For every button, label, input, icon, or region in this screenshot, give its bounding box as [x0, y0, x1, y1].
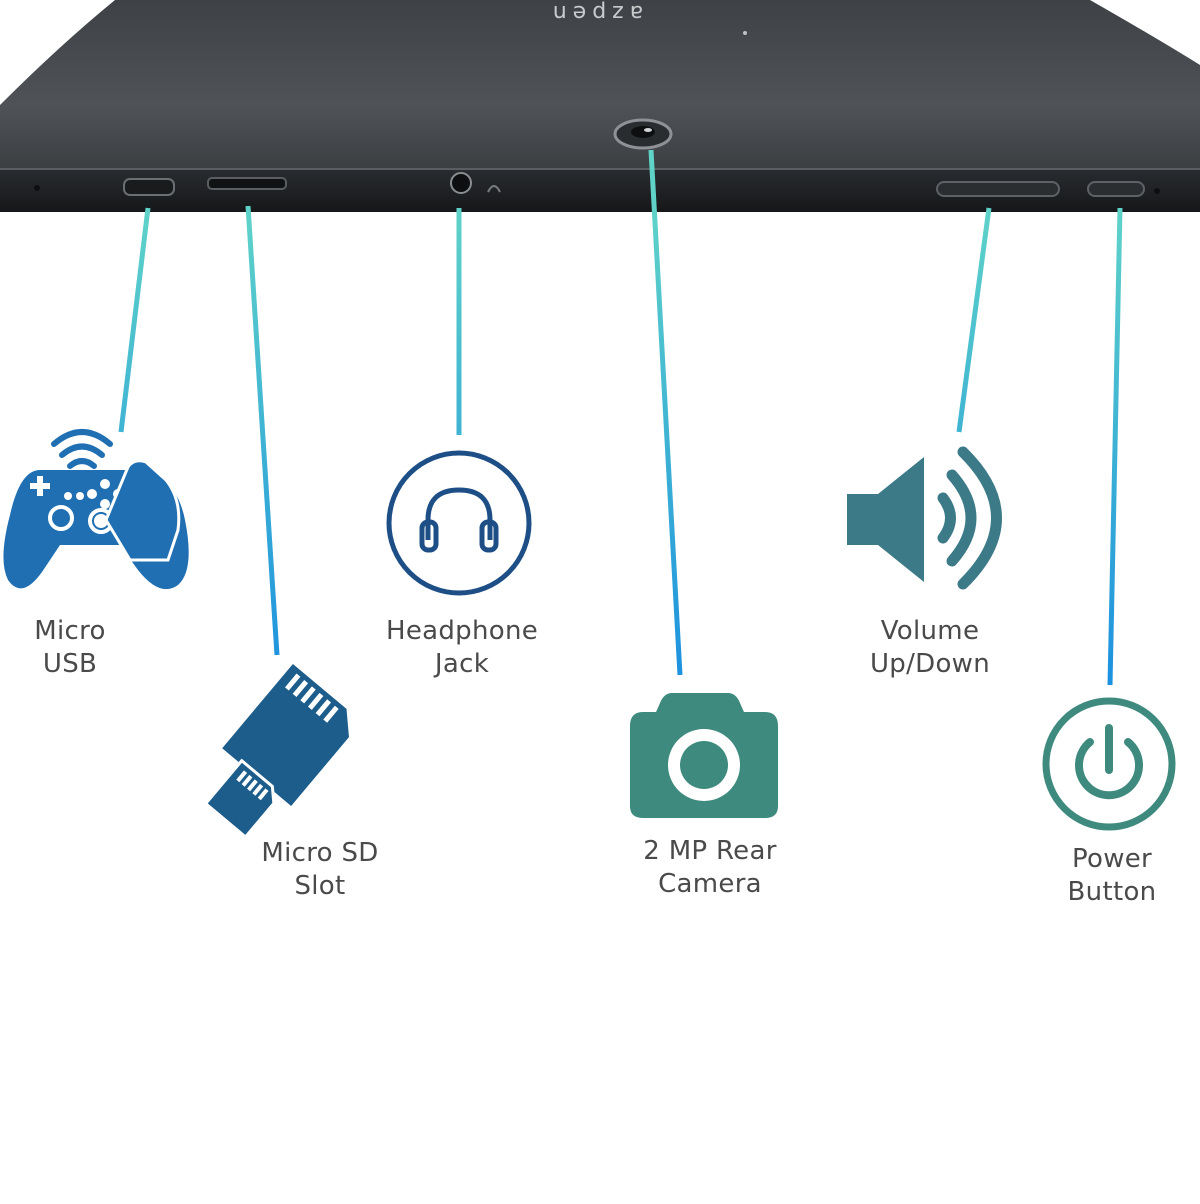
sd-card-icon	[203, 663, 349, 840]
label-micro-usb: Micro USB	[20, 615, 120, 681]
tablet-back	[0, 0, 1200, 175]
connector-lines	[118, 149, 1123, 686]
label-micro-sd-line1: Micro SD	[261, 838, 379, 868]
mic-hole	[34, 185, 40, 191]
reset-hole	[1154, 188, 1160, 194]
camera-icon	[630, 693, 778, 818]
label-volume-line2: Up/Down	[869, 649, 991, 679]
rear-camera-glint	[644, 128, 652, 132]
label-power-line1: Power	[1071, 844, 1153, 874]
connector-camera	[648, 149, 683, 676]
tablet-edge-highlight	[0, 168, 1200, 170]
brand-dot	[743, 31, 747, 35]
label-micro-usb-line1: Micro	[34, 616, 106, 646]
power-key[interactable]	[1087, 181, 1145, 197]
headphone-port[interactable]	[450, 172, 472, 194]
volume-rocker[interactable]	[936, 181, 1060, 197]
power-icon	[1042, 697, 1176, 831]
label-headphone: Headphone Jack	[372, 615, 552, 681]
label-camera-line2: Camera	[658, 869, 762, 899]
label-micro-sd-line2: Slot	[294, 871, 346, 901]
micro-usb-port[interactable]	[123, 178, 175, 196]
headphone-port-symbol	[487, 185, 501, 193]
connector-micro-sd	[245, 205, 280, 656]
label-power: Power Button	[1052, 843, 1172, 909]
connector-power	[1107, 207, 1123, 686]
label-volume-line1: Volume	[880, 616, 980, 646]
micro-sd-port[interactable]	[207, 177, 287, 190]
speaker-icon	[847, 446, 1002, 590]
label-headphone-line1: Headphone	[385, 616, 539, 646]
label-micro-sd: Micro SD Slot	[240, 837, 400, 903]
gamepad-icon	[3, 429, 189, 590]
label-power-line2: Button	[1067, 877, 1157, 907]
tablet: azpen	[0, 0, 1200, 212]
connector-micro-usb	[118, 207, 151, 433]
label-camera: 2 MP Rear Camera	[620, 835, 800, 901]
brand-logo: azpen	[547, 0, 643, 25]
label-camera-line1: 2 MP Rear	[643, 836, 777, 866]
headphone-icon	[386, 450, 532, 596]
label-headphone-line2: Jack	[434, 649, 490, 679]
rear-camera-glass	[631, 126, 655, 138]
label-volume: Volume Up/Down	[850, 615, 1010, 681]
connector-volume	[956, 207, 992, 433]
label-micro-usb-line2: USB	[42, 649, 98, 679]
